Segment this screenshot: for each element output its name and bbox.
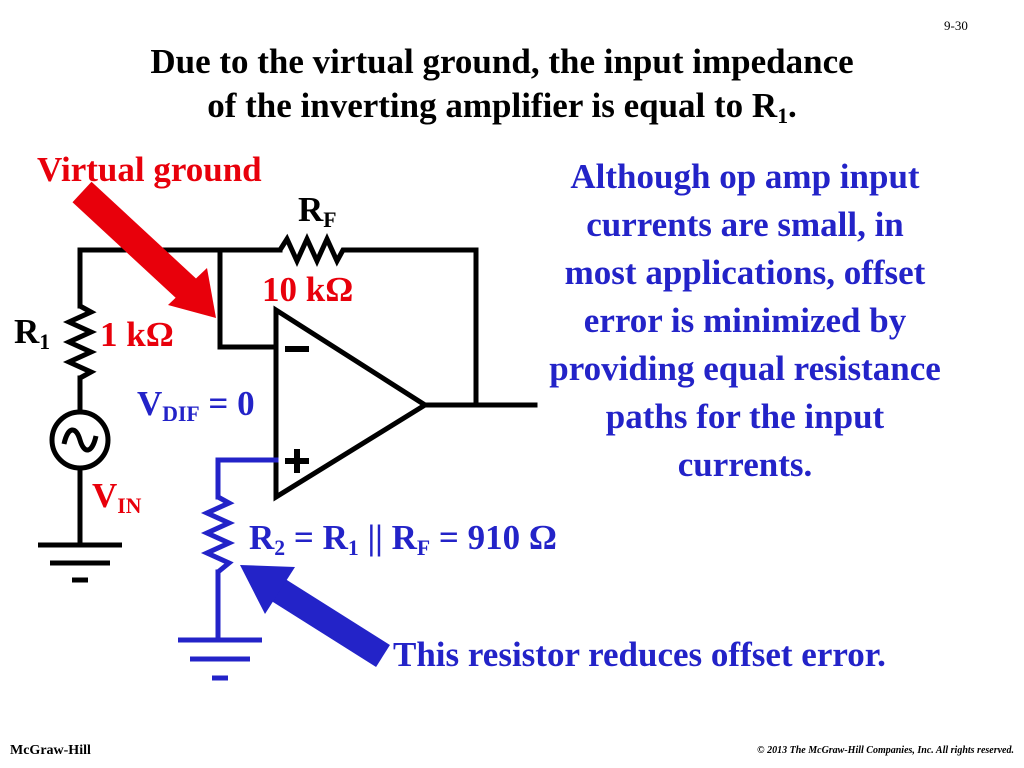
vdif-label: VDIF = 0 [137,384,255,427]
vin-label-main: V [92,476,118,515]
noninverting-plus-sign [285,449,309,473]
r2-resistor [200,494,236,574]
offset-resistor-arrow-icon [240,565,390,667]
r2-formula-part-b: = R [285,518,348,557]
rf-resistor [277,232,348,268]
r2-formula-part-c: || R [358,518,417,557]
r2-formula-part-d: = 910 Ω [430,518,557,557]
rf-label-main: R [298,190,324,229]
virtual-ground-arrow-icon [72,181,216,318]
note-line: currents. [677,445,813,484]
title-line-1: Due to the virtual ground, the input imp… [150,42,854,81]
r1-label-sub: 1 [39,330,51,355]
title-line-2-text: of the inverting amplifier is equal to R [207,86,778,125]
note-line: providing equal resistance [549,349,941,388]
ac-source-icon [49,409,111,471]
compensation-wiring [215,457,279,639]
rf-label-sub: F [323,208,337,233]
note-line: most applications, offset [564,253,926,292]
feedback-wiring [77,247,538,546]
note-line: Although op amp input [570,157,920,196]
r2-formula: R2 = R1 || RF = 910 Ω [249,518,557,561]
r1-value: 1 kΩ [100,315,174,354]
title-line-2: of the inverting amplifier is equal to R… [0,84,1004,128]
r2-formula-sub-c: F [416,536,431,561]
explanation-note: Although op amp input currents are small… [515,153,975,489]
ground-icon-left [38,542,122,583]
r1-label-main: R [14,312,40,351]
slide-number: 9-30 [944,18,968,33]
r2-formula-sub-b: 1 [347,536,359,561]
ground-icon-right [178,637,262,681]
vdif-label-main: V [137,384,163,423]
op-amp-triangle [273,305,430,502]
note-line: currents are small, in [586,205,904,244]
slide-title: Due to the virtual ground, the input imp… [0,40,1004,128]
vdif-label-sub: DIF [162,402,200,427]
offset-error-callout: This resistor reduces offset error. [393,635,886,674]
r2-formula-part-a: R [249,518,275,557]
note-line: paths for the input [605,397,885,436]
rf-label: RF [298,190,337,233]
vdif-label-value: = 0 [199,384,255,423]
rf-value: 10 kΩ [262,270,354,309]
copyright-footer: © 2013 The McGraw-Hill Companies, Inc. A… [757,745,1014,756]
title-line-2-period: . [788,86,797,125]
note-line: error is minimized by [583,301,907,340]
r2-formula-sub-a: 2 [274,536,286,561]
inverting-input-wire [217,247,279,350]
top-wire-left [77,247,283,309]
r1-resistor [62,303,98,381]
publisher-footer: McGraw-Hill [10,743,91,758]
title-line-2-subscript: 1 [777,104,789,129]
r1-label: R1 [14,312,51,355]
vin-label-sub: IN [117,494,142,519]
virtual-ground-label: Virtual ground [37,150,262,189]
vin-label: VIN [92,476,142,519]
